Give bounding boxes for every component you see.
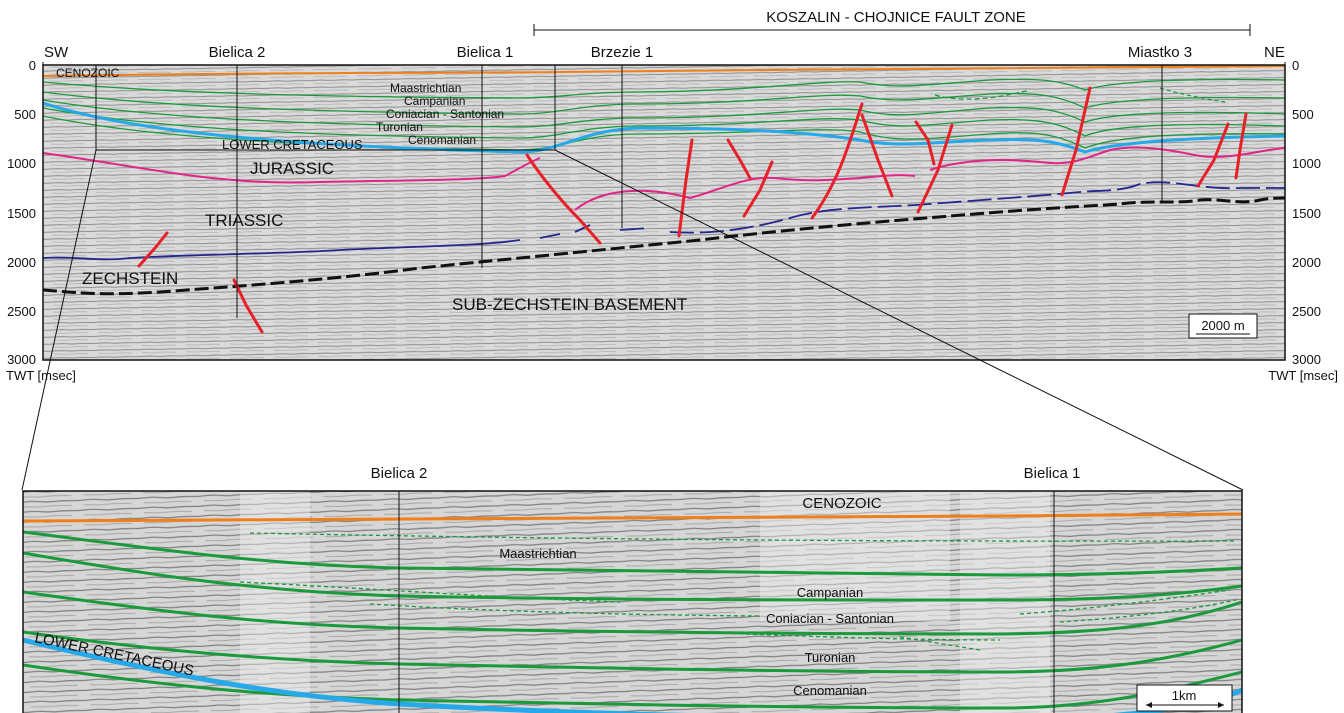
jurassic-horizon-a — [43, 152, 541, 184]
seismic-section-bottom — [23, 491, 1242, 713]
bottom-campanian-horizon — [23, 551, 1242, 602]
fault-5 — [726, 138, 752, 180]
bottom-coniacian-horizon — [23, 590, 1242, 636]
bottom-scale-bar: 1km — [1136, 684, 1233, 712]
left-axis: 0 500 1000 1500 2000 2500 3000 TWT [msec… — [6, 58, 76, 383]
label-maastrichtian: Maastrichtian — [390, 81, 461, 95]
bottom-label-cenozoic: CENOZOIC — [802, 495, 881, 512]
bottom-well-label-bielica-1: Bielica 1 — [1024, 465, 1081, 482]
top-horizons — [43, 65, 1285, 334]
fault-7 — [810, 102, 864, 220]
tick-0: 0 — [29, 58, 36, 73]
tick-1500-right: 1500 — [1292, 206, 1321, 221]
tick-500: 500 — [14, 107, 36, 122]
well-label-bielica-1: Bielica 1 — [457, 44, 514, 61]
axis-label-left: TWT [msec] — [6, 368, 76, 383]
tick-3000-right: 3000 — [1292, 352, 1321, 367]
bottom-label-coniacian-santonian: Coniacian - Santonian — [766, 611, 894, 626]
well-label-miastko-3: Miastko 3 — [1128, 44, 1192, 61]
fault-12 — [1196, 122, 1230, 188]
coniacian-horizon — [43, 99, 1285, 128]
label-triassic: TRIASSIC — [205, 211, 283, 230]
label-jurassic: JURASSIC — [250, 159, 334, 178]
label-coniacian-santonian: Coniacian - Santonian — [386, 107, 504, 121]
triassic-base-horizon-a — [43, 224, 591, 261]
fault-zone-header: KOSZALIN - CHOJNICE FAULT ZONE — [533, 9, 1251, 36]
label-cenomanian: Cenomanian — [408, 133, 476, 147]
bottom-label-campanian: Campanian — [797, 585, 864, 600]
label-campanian: Campanian — [404, 94, 465, 108]
zoom-connector-left — [21, 149, 97, 491]
tick-2000: 2000 — [7, 255, 36, 270]
fault-3 — [525, 153, 602, 245]
bottom-horizons — [23, 512, 1242, 713]
fault-2 — [232, 278, 264, 334]
tick-2000-right: 2000 — [1292, 255, 1321, 270]
bottom-turonian-horizon — [23, 630, 1242, 674]
tick-1000: 1000 — [7, 156, 36, 171]
axis-label-right: TWT [msec] — [1268, 368, 1338, 383]
direction-ne: NE — [1264, 44, 1285, 61]
tick-0-right: 0 — [1292, 58, 1299, 73]
bottom-well-label-bielica-2: Bielica 2 — [371, 465, 428, 482]
fault-10 — [916, 123, 954, 214]
bottom-label-turonian: Turonian — [805, 650, 856, 665]
top-panel: SW NE Bielica 2 Bielica 1 Brzezie 1 Mias… — [6, 44, 1338, 383]
zoom-connector-right — [554, 149, 1244, 491]
bottom-scale-label: 1km — [1172, 688, 1197, 703]
fault-11 — [1060, 86, 1092, 197]
dashed-horizon-2 — [1159, 87, 1226, 103]
bottom-lower-cretaceous-horizon — [23, 637, 1242, 713]
label-lower-cretaceous: LOWER CRETACEOUS — [222, 137, 363, 152]
turonian-horizon — [43, 107, 1285, 139]
fault-6 — [742, 160, 774, 218]
label-cenozoic: CENOZOIC — [56, 66, 120, 80]
cenozoic-horizon — [43, 65, 1285, 77]
maastrichtian-horizon — [43, 78, 1285, 99]
bottom-panel: Bielica 2 Bielica 1 — [22, 465, 1243, 713]
tick-3000: 3000 — [7, 352, 36, 367]
bottom-maastrichtian-horizon — [23, 530, 1242, 577]
triassic-base-horizon-b — [619, 181, 1285, 234]
faults-top — [137, 86, 1248, 334]
well-label-bielica-2: Bielica 2 — [209, 44, 266, 61]
tick-500-right: 500 — [1292, 107, 1314, 122]
fault-8 — [860, 113, 894, 198]
dashed-horizon-1 — [934, 89, 1031, 100]
well-label-brzezie-1: Brzezie 1 — [591, 44, 654, 61]
fault-zone-title: KOSZALIN - CHOJNICE FAULT ZONE — [766, 9, 1025, 26]
right-axis: 0 500 1000 1500 2000 2500 3000 TWT [msec… — [1268, 58, 1338, 383]
bottom-label-cenomanian: Cenomanian — [793, 683, 867, 698]
bottom-label-maastrichtian: Maastrichtian — [499, 546, 576, 561]
lower-cretaceous-horizon — [43, 101, 1285, 154]
bottom-cenozoic-horizon — [23, 512, 1242, 523]
fault-9 — [914, 120, 936, 166]
fault-13 — [1234, 112, 1248, 180]
bottom-panel-frame — [22, 490, 1243, 713]
bottom-dashed-horizons — [239, 532, 1237, 651]
bottom-cenomanian-horizon — [23, 663, 1242, 710]
fault-1 — [137, 231, 169, 268]
direction-sw: SW — [44, 44, 69, 61]
label-zechstein: ZECHSTEIN — [82, 269, 178, 288]
tick-2500: 2500 — [7, 304, 36, 319]
tick-1500: 1500 — [7, 206, 36, 221]
label-turonian: Turonian — [376, 120, 423, 134]
top-scale-label: 2000 m — [1201, 318, 1244, 333]
label-sub-zechstein: SUB-ZECHSTEIN BASEMENT — [452, 295, 687, 314]
tick-2500-right: 2500 — [1292, 304, 1321, 319]
tick-1000-right: 1000 — [1292, 156, 1321, 171]
fault-4 — [677, 138, 694, 238]
top-scale-bar: 2000 m — [1188, 313, 1258, 339]
